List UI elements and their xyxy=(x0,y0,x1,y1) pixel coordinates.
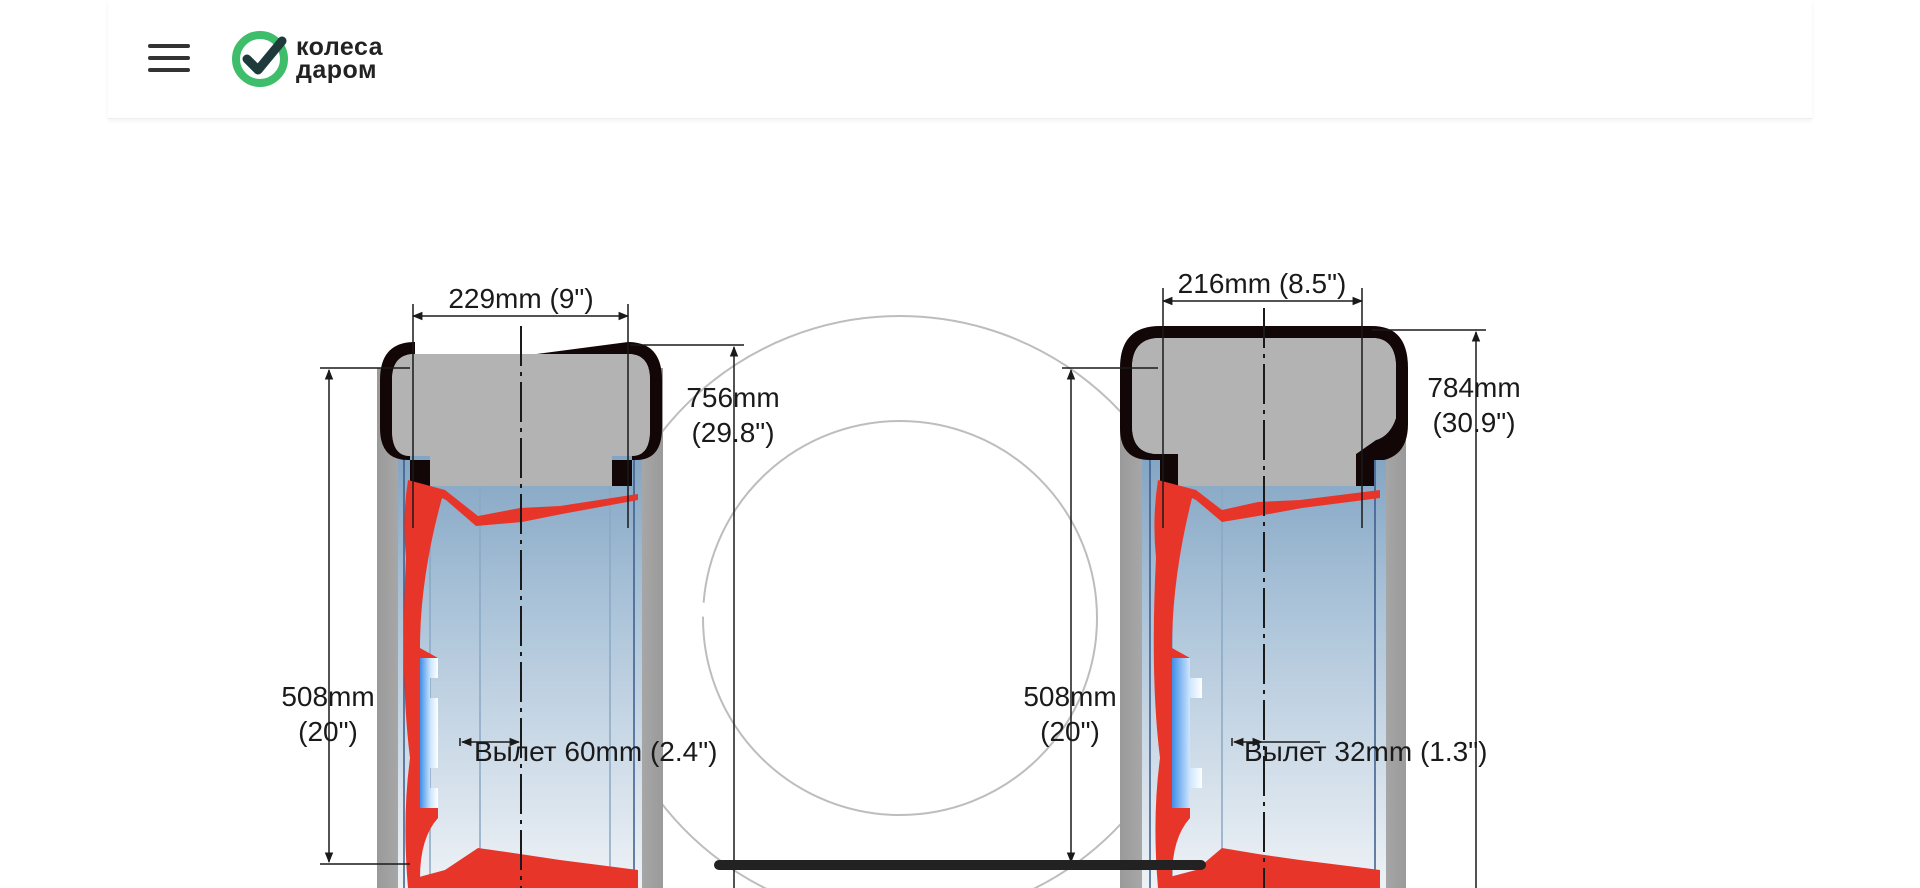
left-diameter-line1: 756mm xyxy=(686,382,779,413)
right-rim-line1: 508mm xyxy=(1023,681,1116,712)
wheel-comparison-diagram: 229mm (9") 756mm (29.8") 508mm (20") Выл… xyxy=(281,268,1521,888)
logo-line-1: колеса xyxy=(296,33,384,61)
left-wheel-cross-section: 229mm (9") 756mm (29.8") 508mm (20") Выл… xyxy=(281,283,780,888)
left-rim-line2: (20") xyxy=(298,716,358,747)
menu-bar-3 xyxy=(148,68,190,72)
logo-text: колеса даром xyxy=(296,33,384,84)
left-rim-profile xyxy=(403,480,638,888)
horizontal-scrollbar-thumb[interactable] xyxy=(714,860,1206,870)
menu-bar-1 xyxy=(148,44,190,48)
left-width-label: 229mm (9") xyxy=(448,283,593,314)
right-offset-label: Вылет 32mm (1.3") xyxy=(1244,736,1487,767)
menu-bar-2 xyxy=(148,56,190,60)
right-width-label: 216mm (8.5") xyxy=(1178,268,1347,299)
left-diameter-line2: (29.8") xyxy=(691,417,774,448)
left-rim-line1: 508mm xyxy=(281,681,374,712)
logo-line-2: даром xyxy=(296,56,377,84)
left-offset-label: Вылет 60mm (2.4") xyxy=(474,736,717,767)
hamburger-menu-icon[interactable] xyxy=(148,44,190,76)
right-diameter-line1: 784mm xyxy=(1427,372,1520,403)
site-logo[interactable]: колеса даром xyxy=(232,30,383,88)
checkmark-circle-icon xyxy=(232,31,288,87)
right-rim-line2: (20") xyxy=(1040,716,1100,747)
right-diameter-line2: (30.9") xyxy=(1432,407,1515,438)
top-header: колеса даром xyxy=(108,0,1812,119)
right-wheel-cross-section: 216mm (8.5") 784mm (30.9") 508mm (20") В… xyxy=(1023,268,1521,888)
